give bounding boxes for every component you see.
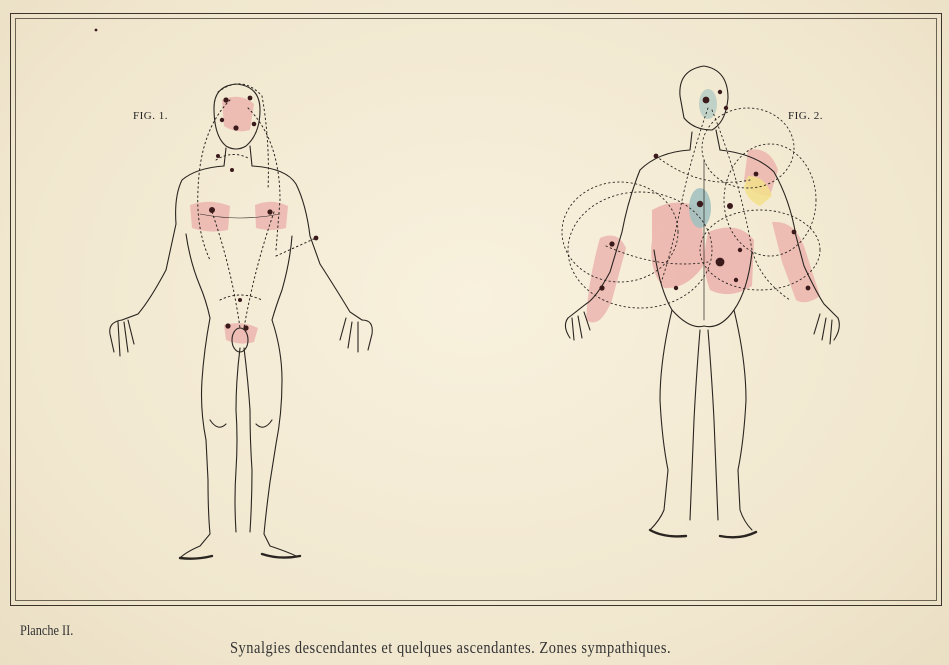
figure-2-label: FIG. 2. bbox=[788, 110, 823, 122]
plate-number: Planche II. bbox=[20, 623, 73, 640]
plate-caption: Synalgies descendantes et quelques ascen… bbox=[230, 638, 671, 658]
front-figure bbox=[95, 29, 373, 559]
back-figure bbox=[562, 66, 839, 537]
figure-1-label: FIG. 1. bbox=[133, 110, 168, 122]
